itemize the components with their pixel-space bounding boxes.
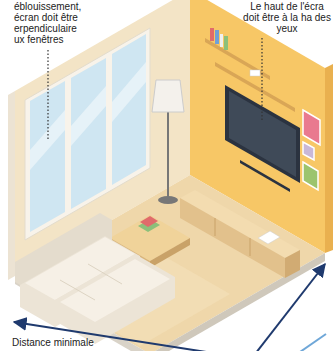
- table-side: [150, 238, 190, 268]
- window-pane: [71, 58, 106, 209]
- glass-glint: [71, 86, 106, 146]
- leader-line: [47, 50, 48, 140]
- dimension-accent: [300, 334, 326, 351]
- sofa: [15, 213, 175, 344]
- leader-line: [261, 38, 262, 120]
- lamp-pole: [167, 110, 169, 200]
- book: [224, 36, 228, 50]
- media-box: [258, 231, 280, 244]
- tv-stand: [180, 190, 300, 278]
- wall-edge: [325, 64, 333, 253]
- tv-screen: [229, 91, 296, 177]
- lamp-shade: [152, 80, 184, 112]
- dimension-arrow: [252, 264, 325, 351]
- picture-frame: [303, 110, 320, 145]
- annotation-note: éblouissement, écran doit être erpendicu…: [14, 1, 90, 45]
- sofa-seat: [60, 259, 170, 322]
- glass-glint: [30, 110, 65, 170]
- floor-lamp: [152, 80, 184, 204]
- annotation-note: Le haut de l'écra doit être à la ha des …: [242, 1, 332, 34]
- picture-frame: [303, 162, 318, 190]
- windows: [25, 28, 150, 240]
- annotation-note: Distance minimale: [12, 337, 132, 348]
- picture-frame: [303, 142, 314, 160]
- drawer-line: [250, 238, 251, 256]
- book: [210, 28, 214, 41]
- leader-lines: [48, 38, 262, 140]
- window-frame: [25, 28, 150, 240]
- wall-edge: [8, 91, 15, 280]
- cushion-seam: [88, 264, 122, 284]
- room-shell: [8, 0, 333, 351]
- window-pane: [112, 34, 146, 185]
- lamp-base: [158, 196, 178, 204]
- wall-shelf: [205, 38, 270, 80]
- book: [220, 34, 223, 47]
- stand-front: [180, 198, 285, 278]
- drawer-line: [215, 218, 216, 236]
- table-book: [140, 216, 158, 227]
- tv-frame: [225, 85, 300, 183]
- pictures: [303, 110, 320, 190]
- shelf-decor: [250, 70, 260, 76]
- soundbar: [240, 160, 290, 192]
- stand-side: [285, 250, 300, 278]
- book: [215, 30, 219, 44]
- glass-glint: [112, 62, 146, 122]
- cushion-seam: [60, 280, 95, 300]
